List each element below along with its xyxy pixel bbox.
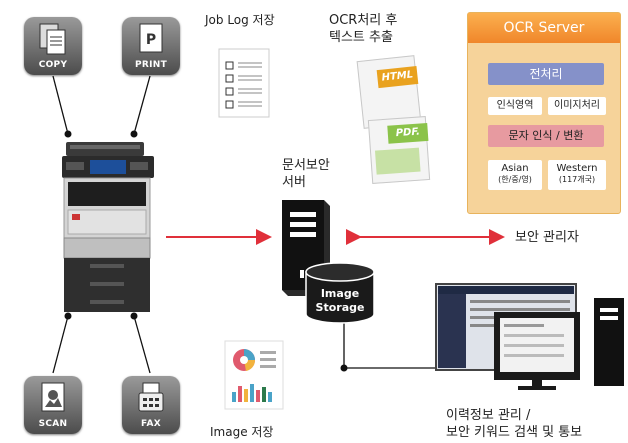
security-admin-label: 보안 관리자: [515, 230, 579, 245]
copy-icon: [39, 23, 66, 55]
western-sublabel: (117개국): [558, 175, 596, 184]
storage-to-monitor-line: [343, 320, 440, 369]
region-detect-box: 인식영역: [488, 97, 542, 115]
printer-illustration: [62, 142, 154, 312]
fax-label: FAX: [141, 419, 161, 429]
asian-box: Asian (한/중/영): [488, 160, 542, 190]
pdf-file-tag: PDF.: [387, 122, 429, 144]
western-box: Western (117개국): [548, 160, 606, 190]
scan-button: SCAN: [24, 376, 82, 434]
fax-connector: [133, 315, 151, 374]
history-label-line2: 보안 키워드 검색 및 통보: [446, 425, 583, 440]
print-connector-dot: [130, 130, 138, 138]
fax-connector-dot: [130, 312, 138, 320]
ocr-server-panel: OCR Server 전처리 인식영역 이미지처리 문자 인식 / 변환 Asi…: [467, 12, 621, 214]
fax-button: FAX: [122, 376, 180, 434]
scan-icon: [41, 382, 65, 412]
pdf-file-icon: PDF.: [367, 116, 431, 184]
scan-connector-dot: [64, 312, 72, 320]
scan-connector: [52, 315, 69, 374]
admin-monitor-icon: [435, 283, 624, 390]
asian-label: Asian: [501, 163, 529, 174]
doc-server-label-line2: 서버: [282, 175, 306, 190]
ocr-server-title: OCR Server: [468, 13, 620, 43]
job-log-label: Job Log 저장: [205, 13, 275, 27]
image-report-icon: [224, 340, 284, 410]
scan-label: SCAN: [38, 419, 68, 429]
history-label-line1: 이력정보 관리 /: [446, 408, 531, 423]
asian-sublabel: (한/중/영): [498, 175, 532, 184]
pdf-file-band: [374, 147, 421, 175]
image-storage-label-line1: Image: [320, 287, 360, 300]
copy-connector: [52, 75, 69, 135]
western-label: Western: [556, 163, 598, 174]
recognize-box: 문자 인식 / 변환: [488, 125, 604, 147]
ocr-result-label-line2: 텍스트 추출: [329, 30, 393, 45]
image-save-label: Image 저장: [210, 425, 274, 439]
doc-server-label-line1: 문서보안: [282, 158, 330, 173]
job-log-document-icon: [218, 48, 270, 118]
copy-button: COPY: [24, 17, 82, 75]
storage-line-dot: [340, 364, 348, 372]
copy-label: COPY: [38, 60, 68, 70]
copy-connector-dot: [64, 130, 72, 138]
print-connector: [133, 75, 151, 135]
fax-icon: [138, 382, 164, 412]
image-process-box: 이미지처리: [548, 97, 606, 115]
print-label: PRINT: [134, 60, 168, 70]
storage-cylinder-icon: [305, 262, 375, 324]
svg-text:P: P: [146, 32, 156, 48]
print-button: P PRINT: [122, 17, 180, 75]
preprocess-box: 전처리: [488, 63, 604, 85]
print-icon: P: [139, 23, 163, 53]
ocr-result-label-line1: OCR처리 후: [329, 13, 398, 28]
image-storage-label-line2: Storage: [315, 301, 365, 314]
html-file-tag: HTML: [376, 65, 419, 89]
